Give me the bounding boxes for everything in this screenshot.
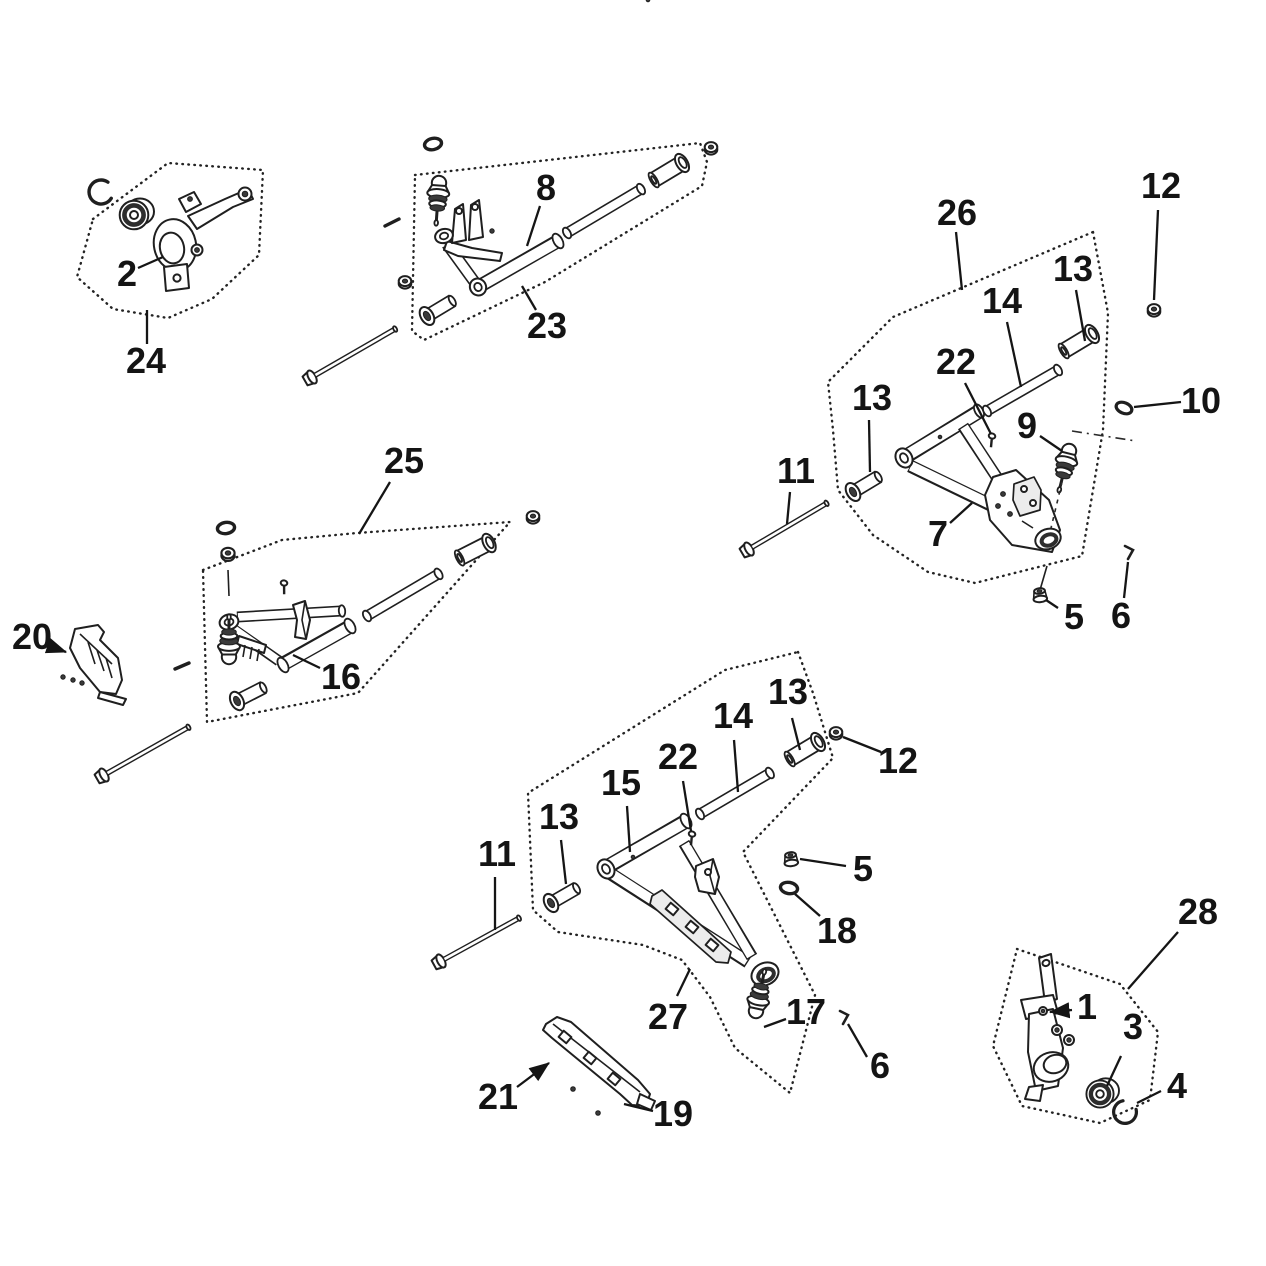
callout-28: 28 — [1178, 891, 1218, 932]
callout-6-b: 6 — [870, 1045, 890, 1086]
callout-19: 19 — [653, 1093, 693, 1134]
callout-10: 10 — [1181, 380, 1221, 421]
callout-18: 18 — [817, 910, 857, 951]
bushing-icon — [227, 678, 270, 713]
ball-joint-icon — [423, 173, 452, 228]
steering-knuckle-1 — [1020, 953, 1075, 1102]
sleeve-icon — [782, 731, 828, 770]
group-26-outline — [826, 230, 1110, 585]
flange-nut-icon — [782, 850, 800, 868]
nut-icon — [525, 510, 541, 525]
small-bolt-icon — [984, 431, 998, 449]
callout-13-a: 13 — [1053, 248, 1093, 289]
callout-2: 2 — [117, 253, 137, 294]
callout-8: 8 — [536, 167, 556, 208]
ball-joint-icon — [1046, 439, 1083, 497]
callout-4: 4 — [1167, 1065, 1187, 1106]
bushing-icon — [541, 878, 584, 914]
o-ring-icon — [215, 519, 237, 537]
group-27-outline — [526, 650, 835, 1096]
callout-22-a: 22 — [936, 341, 976, 382]
o-ring-icon — [777, 879, 801, 897]
pivot-bolt-icon — [430, 914, 522, 971]
spacer-tube-icon — [561, 182, 647, 240]
callout-22-b: 22 — [658, 736, 698, 777]
callout-3: 3 — [1123, 1006, 1143, 1047]
group-27-lower-arm-assembly: 15 22 14 13 12 13 11 5 18 27 17 6 19 21 — [430, 0, 918, 1134]
cotter-pin-icon — [838, 1009, 850, 1026]
callout-12-a: 12 — [1141, 165, 1181, 206]
callout-27: 27 — [648, 996, 688, 1037]
lower-a-arm-15 — [596, 0, 780, 987]
spacer-tube-icon — [694, 766, 775, 821]
callout-13-d: 13 — [539, 796, 579, 837]
nut-icon — [220, 546, 236, 562]
o-ring-icon — [1112, 398, 1136, 418]
spacer-tube-icon — [361, 567, 444, 623]
callout-14-b: 14 — [713, 695, 753, 736]
nut-icon — [703, 141, 719, 156]
group-28-outline — [991, 947, 1160, 1125]
callout-15: 15 — [601, 762, 641, 803]
callout-21: 21 — [478, 1076, 518, 1117]
cotter-pin-icon — [1123, 544, 1135, 561]
lower-a-arm-7 — [894, 403, 1062, 553]
callout-13-c: 13 — [768, 671, 808, 712]
callout-6-a: 6 — [1111, 595, 1131, 636]
snap-ring-icon — [85, 176, 114, 208]
group-25-upper-arm-assembly: 25 16 20 — [12, 440, 541, 785]
callout-17: 17 — [786, 991, 826, 1032]
pivot-bolt-icon — [93, 723, 192, 785]
callout-1: 1 — [1077, 986, 1097, 1027]
sleeve-icon — [646, 152, 692, 191]
bearing-icon — [120, 199, 154, 230]
nut-icon — [1146, 303, 1162, 318]
sleeve-icon — [452, 532, 498, 569]
callout-11-a: 11 — [777, 450, 815, 491]
upper-a-arm-8 — [434, 199, 565, 297]
group-23-upper-arm-assembly: 8 23 — [301, 135, 719, 387]
callout-24: 24 — [126, 340, 166, 381]
callout-23: 23 — [527, 305, 567, 346]
flange-nut-icon — [1031, 586, 1049, 604]
callout-20: 20 — [12, 616, 52, 657]
bearing-icon — [1086, 1078, 1119, 1107]
nut-icon — [828, 726, 844, 741]
callout-26: 26 — [937, 192, 977, 233]
callout-5-b: 5 — [853, 848, 873, 889]
callout-11-b: 11 — [478, 833, 516, 874]
group-26-lower-arm-assembly: 26 13 14 22 9 13 11 7 5 6 12 10 — [738, 165, 1221, 637]
callout-5-a: 5 — [1064, 596, 1084, 637]
bushing-icon — [417, 291, 460, 328]
spacer-tube-icon — [981, 363, 1064, 418]
sleeve-icon — [1056, 323, 1102, 362]
o-ring-icon — [421, 135, 445, 153]
guard-plate-19 — [542, 1016, 656, 1116]
group-25-outline — [201, 520, 513, 724]
group-24-outline — [75, 161, 265, 320]
pivot-bolt-icon — [738, 499, 830, 559]
callout-25: 25 — [384, 440, 424, 481]
guard-plate-20 — [60, 624, 127, 706]
pivot-bolt-icon — [301, 325, 399, 387]
bushing-icon — [843, 467, 886, 504]
callout-13-b: 13 — [852, 377, 892, 418]
callout-12-b: 12 — [878, 740, 918, 781]
callout-7: 7 — [928, 513, 948, 554]
group-28-knuckle-assembly: 28 1 3 4 — [991, 891, 1218, 1130]
callout-9: 9 — [1017, 405, 1037, 446]
group-24-knuckle-assembly: 2 24 — [75, 161, 265, 381]
callout-14-a: 14 — [982, 280, 1022, 321]
snap-ring-icon — [1107, 1096, 1141, 1130]
steering-knuckle-2 — [152, 186, 254, 292]
callout-16: 16 — [321, 656, 361, 697]
nut-icon — [397, 275, 413, 290]
